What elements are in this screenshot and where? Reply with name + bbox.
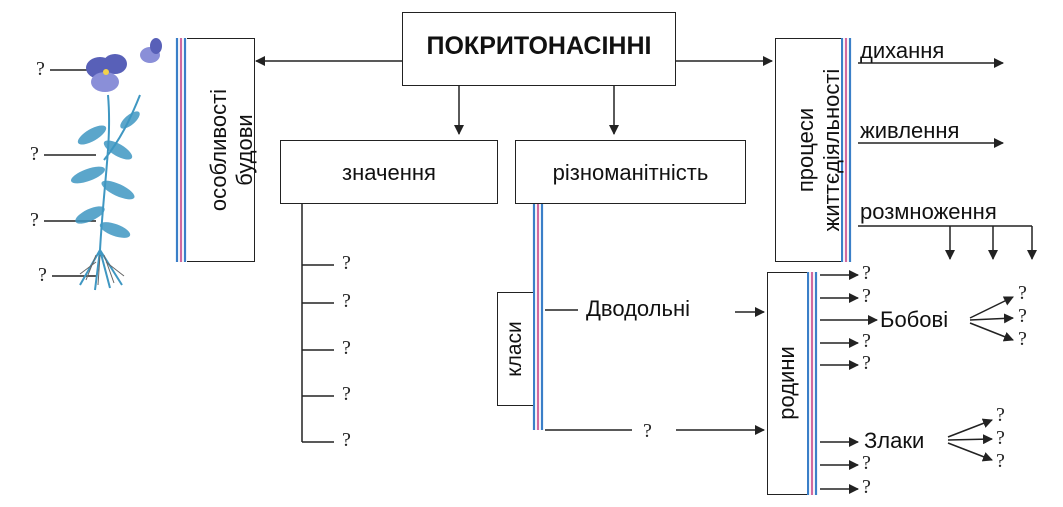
family-unknown-2: ? <box>862 285 871 307</box>
features-line-2: будови <box>232 114 257 186</box>
families-label: родини <box>774 346 799 420</box>
meaning-label: значення <box>342 160 436 185</box>
monocots-unknown: ? <box>643 420 652 442</box>
process-reproduction: розмноження <box>860 199 997 224</box>
page-title: ПОКРИТОНАСІННІ <box>426 32 652 60</box>
title-box <box>402 12 676 86</box>
diversity-label: різноманітність <box>552 160 709 185</box>
meaning-unknown-5: ? <box>342 429 351 451</box>
process-breathing: дихання <box>860 38 945 63</box>
plant-part-unknown-3: ? <box>30 209 39 231</box>
diversity-box <box>515 140 746 204</box>
family-unknown-6: ? <box>862 476 871 498</box>
legume-unknown-2: ? <box>1018 305 1027 327</box>
meaning-unknown-2: ? <box>342 290 351 312</box>
meaning-unknown-3: ? <box>342 337 351 359</box>
plant-part-unknown-1: ? <box>36 58 45 80</box>
processes-box <box>775 38 841 262</box>
grass-unknown-2: ? <box>996 427 1005 449</box>
grass-unknown-1: ? <box>996 404 1005 426</box>
processes-label: процеси життєдіяльності <box>793 40 844 260</box>
classes-label: класи <box>503 321 526 377</box>
meaning-unknown-1: ? <box>342 252 351 274</box>
families-box <box>767 272 807 495</box>
legume-unknown-3: ? <box>1018 328 1027 350</box>
classes-box <box>497 292 533 406</box>
meaning-unknown-4: ? <box>342 383 351 405</box>
features-line-1: особливості <box>206 88 231 212</box>
plant-part-unknown-2: ? <box>30 143 39 165</box>
features-box <box>187 38 255 262</box>
family-unknown-5: ? <box>862 452 871 474</box>
processes-line-1: процеси <box>793 107 818 193</box>
plant-part-unknown-4: ? <box>38 264 47 286</box>
process-nutrition: живлення <box>860 118 960 143</box>
grasses-label: Злаки <box>864 428 925 453</box>
meaning-box <box>280 140 498 204</box>
family-unknown-1: ? <box>862 262 871 284</box>
family-unknown-3: ? <box>862 330 871 352</box>
dicots-label: Дводольні <box>586 296 691 321</box>
features-label: особливості будови <box>206 40 257 260</box>
legume-unknown-1: ? <box>1018 282 1027 304</box>
family-unknown-4: ? <box>862 352 871 374</box>
grass-unknown-3: ? <box>996 450 1005 472</box>
legumes-label: Бобові <box>880 307 949 332</box>
processes-line-2: життєдіяльності <box>819 68 844 232</box>
flower-illustration <box>70 38 162 291</box>
